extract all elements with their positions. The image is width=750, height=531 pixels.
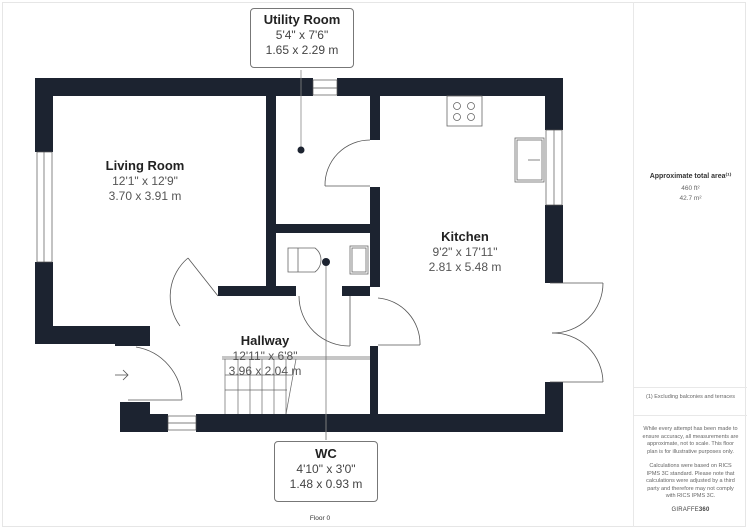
kitchen-fixtures bbox=[446, 95, 545, 183]
area-imperial: 460 ft² bbox=[681, 185, 700, 192]
area-title: Approximate total area⁽¹⁾ bbox=[649, 173, 732, 180]
area-footnote: (1) Excluding balconies and terraces bbox=[646, 394, 735, 400]
area-metric: 42.7 m² bbox=[679, 195, 702, 202]
wc-fixtures bbox=[287, 245, 369, 275]
room-name: Hallway bbox=[240, 333, 290, 348]
room-dim-imperial: 12'11" x 6'8" bbox=[232, 349, 298, 363]
kitchen-label: Kitchen 9'2" x 17'11" 2.81 x 5.48 m bbox=[410, 228, 520, 275]
utility-point bbox=[297, 146, 305, 154]
divider bbox=[634, 415, 747, 416]
doors bbox=[128, 139, 604, 401]
entrance-arrow-icon bbox=[115, 369, 129, 381]
divider bbox=[634, 387, 747, 388]
disclaimer-accuracy: While every attempt has been made to ens… bbox=[642, 426, 739, 455]
wc-label: WC 4'10" x 3'0" 1.48 x 0.93 m bbox=[274, 441, 378, 502]
brand-prefix: GIRAFFE bbox=[671, 507, 699, 513]
room-dim-metric: 2.81 x 5.48 m bbox=[428, 260, 502, 274]
room-name: WC bbox=[315, 446, 337, 461]
room-name: Kitchen bbox=[441, 229, 489, 244]
walls bbox=[35, 78, 563, 432]
wc-point bbox=[322, 258, 330, 266]
floor-label: Floor 0 bbox=[309, 515, 331, 522]
living-room-label: Living Room 12'1" x 12'9" 3.70 x 3.91 m bbox=[90, 157, 200, 204]
room-dim-imperial: 9'2" x 17'11" bbox=[432, 245, 498, 259]
room-dim-metric: 3.70 x 3.91 m bbox=[108, 189, 182, 203]
room-dim-metric: 1.65 x 2.29 m bbox=[265, 43, 339, 57]
stairs bbox=[222, 258, 370, 440]
room-dim-imperial: 5'4" x 7'6" bbox=[275, 28, 329, 42]
utility-room-label: Utility Room 5'4" x 7'6" 1.65 x 2.29 m bbox=[250, 8, 354, 68]
room-dim-imperial: 12'1" x 12'9" bbox=[112, 174, 178, 188]
room-dim-metric: 3.96 x 2.04 m bbox=[228, 364, 302, 378]
room-name: Living Room bbox=[105, 158, 185, 173]
floor-plan bbox=[35, 70, 604, 440]
info-sidebar: Approximate total area⁽¹⁾ 460 ft² 42.7 m… bbox=[633, 2, 747, 527]
hallway-label: Hallway 12'11" x 6'8" 3.96 x 2.04 m bbox=[210, 332, 320, 379]
brand-suffix: 360 bbox=[698, 507, 710, 513]
room-name: Utility Room bbox=[263, 12, 341, 27]
room-dim-imperial: 4'10" x 3'0" bbox=[296, 462, 356, 476]
disclaimer: While every attempt has been made to ens… bbox=[642, 426, 739, 508]
brand-logo: GIRAFFE360 bbox=[634, 507, 747, 513]
windows bbox=[36, 79, 563, 431]
room-dim-metric: 1.48 x 0.93 m bbox=[289, 477, 363, 491]
disclaimer-rics: Calculations were based on RICS IPMS 3C … bbox=[646, 463, 735, 499]
